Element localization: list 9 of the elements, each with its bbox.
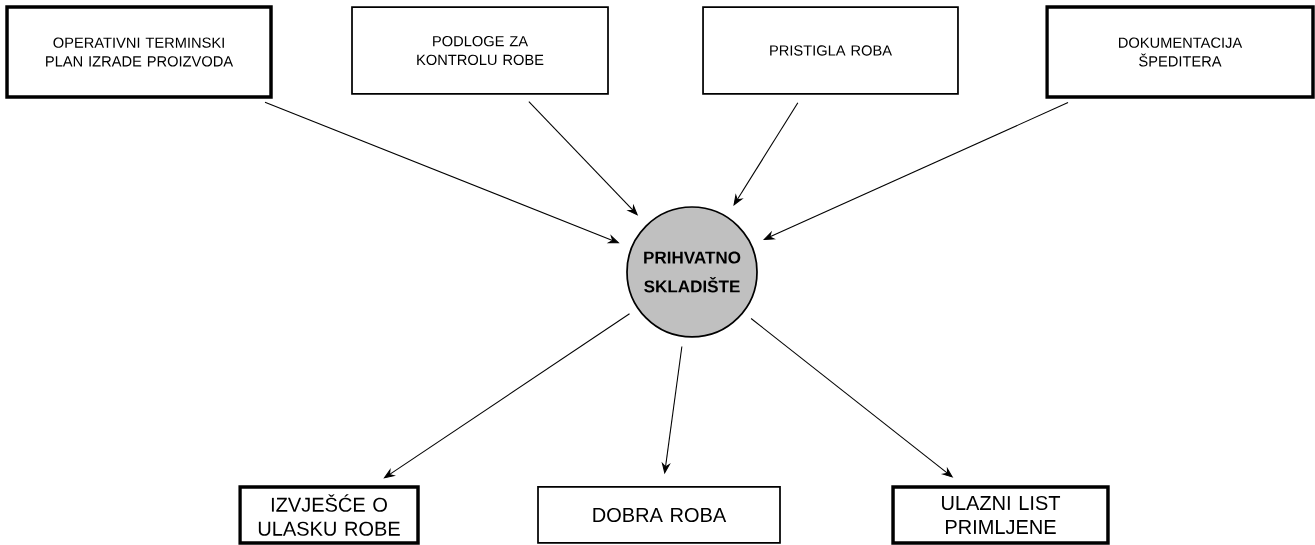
arrow — [733, 102, 799, 206]
arrow — [763, 102, 1069, 240]
process-box: OPERATIVNI TERMINSKI PLAN IZRADE PROIZVODA — [5, 5, 273, 99]
process-box: DOBRA ROBA — [537, 486, 781, 544]
process-box: IZVJEŠĆE O ULASKU ROBE — [238, 485, 420, 545]
process-box: PRISTIGLA ROBA — [702, 6, 959, 95]
process-box: DOKUMENTACIJA ŠPEDITERA — [1045, 5, 1315, 99]
process-box: ULAZNI LIST PRIMLJENE — [891, 485, 1110, 545]
process-box: PODLOGE ZA KONTROLU ROBE — [351, 6, 609, 95]
